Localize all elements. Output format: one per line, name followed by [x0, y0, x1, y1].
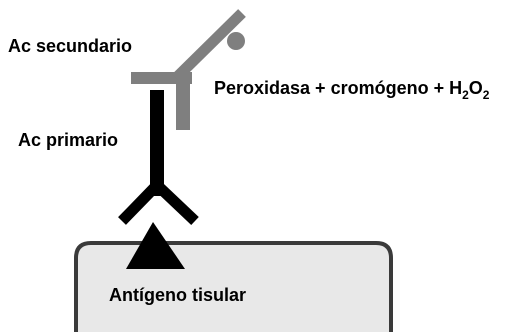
primary-antibody-label: Ac primario	[18, 130, 118, 150]
secondary-antibody-label: Ac secundario	[8, 36, 132, 56]
secondary-antibody	[131, 9, 246, 130]
primary-antibody	[118, 90, 199, 225]
reagent-label: Peroxidasa + cromógeno + H2O2	[214, 78, 490, 102]
peroxidase-enzyme	[227, 32, 245, 50]
tissue-antigen	[126, 222, 185, 269]
antigen-label: Antígeno tisular	[109, 285, 246, 305]
